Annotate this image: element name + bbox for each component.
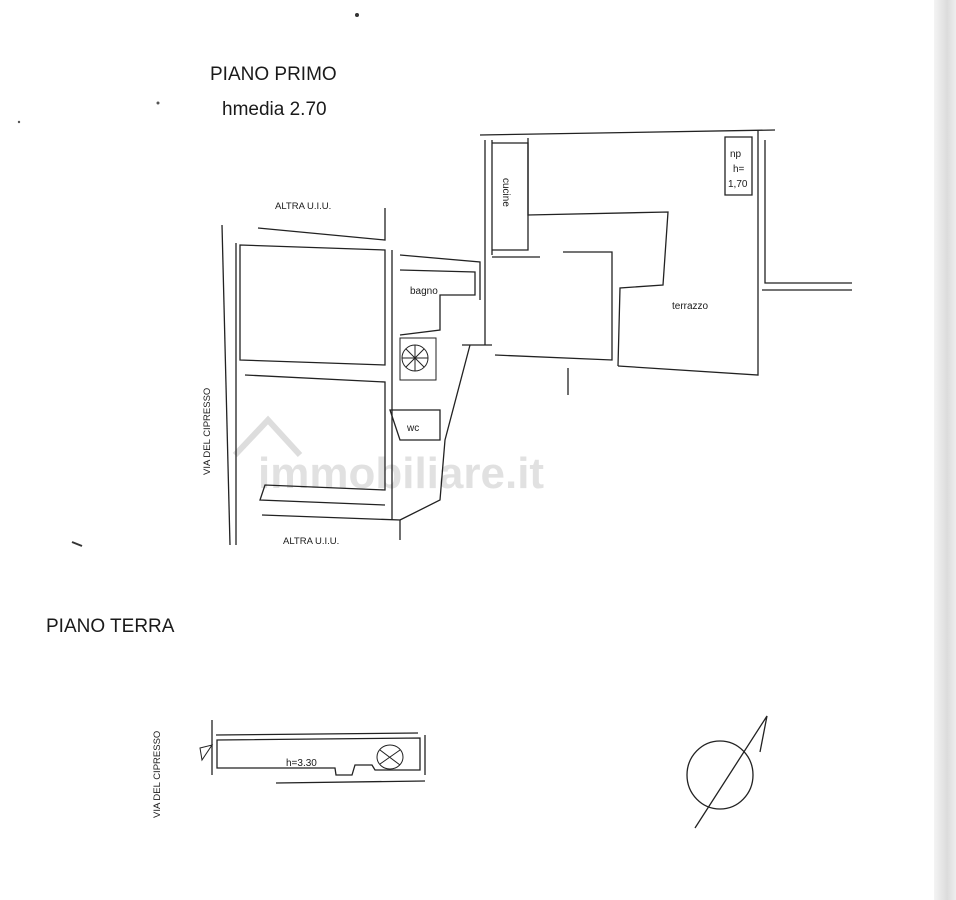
room-label-np-h: h= <box>733 164 745 175</box>
watermark: immobiliare.it <box>232 415 544 498</box>
room-label-terrace: terrazzo <box>672 301 709 312</box>
room-label-bathroom: bagno <box>410 286 438 297</box>
north-arrow-icon <box>686 715 768 829</box>
ground-street-label: VIA DEL CIPRESSO <box>152 731 163 818</box>
neighbor-label-top: ALTRA U.I.U. <box>275 201 331 212</box>
ground-floor-plan: VIA DEL CIPRESSO h=3.30 <box>152 720 426 818</box>
room-label-wc: wc <box>406 423 419 434</box>
first-floor-avg-height: hmedia 2.70 <box>222 99 327 120</box>
ground-floor-title: PIANO TERRA <box>46 616 175 637</box>
room-label-np-height: 1,70 <box>728 179 748 190</box>
street-label: VIA DEL CIPRESSO <box>202 388 213 475</box>
first-floor-title: PIANO PRIMO <box>210 64 337 85</box>
ground-height-label: h=3.30 <box>286 758 317 769</box>
scan-edge <box>934 0 956 900</box>
first-floor-left-block: ALTRA U.I.U. ALTRA U.I.U. VIA DEL CIPRES… <box>202 201 492 547</box>
room-label-np: np <box>730 149 742 160</box>
neighbor-label-bottom: ALTRA U.I.U. <box>283 536 339 547</box>
svg-text:immobiliare.it: immobiliare.it <box>258 449 544 498</box>
room-label-kitchen: cucine <box>500 178 511 207</box>
first-floor-right-block: cucine terrazzo np h= 1,70 <box>479 129 852 395</box>
